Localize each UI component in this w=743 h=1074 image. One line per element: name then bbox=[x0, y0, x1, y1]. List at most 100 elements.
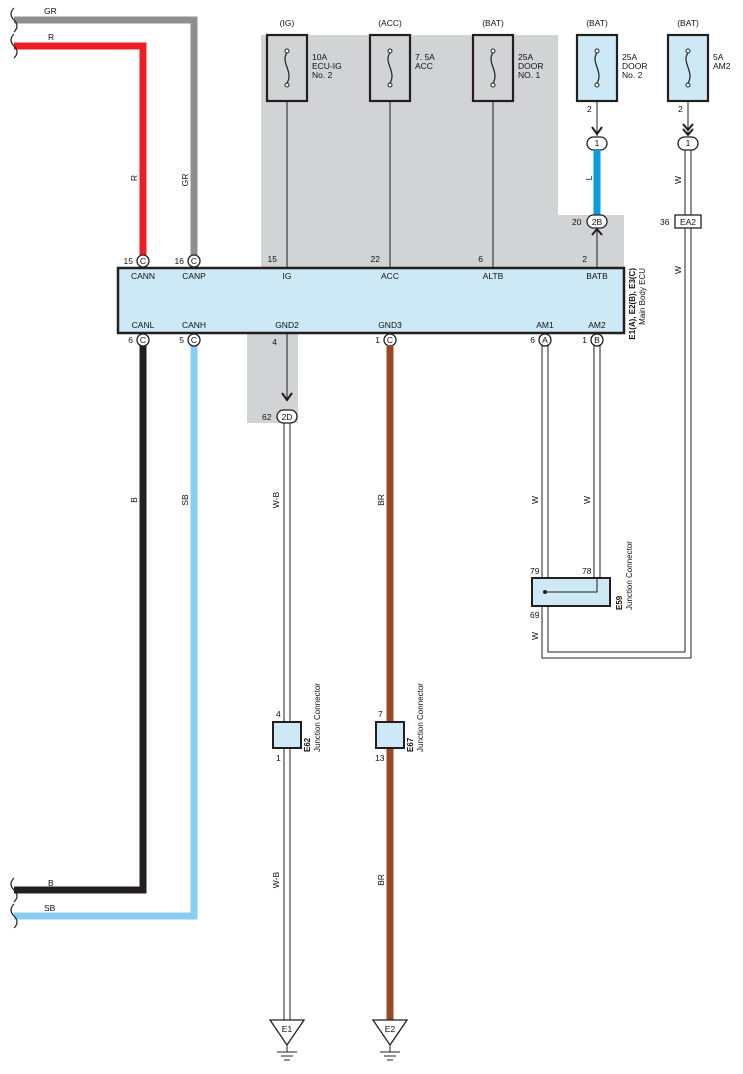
fuse-name: DOOR bbox=[518, 61, 544, 71]
connector-label: 1 bbox=[595, 138, 600, 148]
ecu-pin-number: 6 bbox=[128, 335, 133, 345]
fuse-name: ACC bbox=[415, 61, 433, 71]
ecu-pin-signal: CANN bbox=[131, 271, 155, 281]
wire-color-label: B bbox=[129, 497, 139, 503]
wire-color-label: BR bbox=[376, 494, 386, 506]
fuse-name: ECU-IG bbox=[312, 61, 342, 71]
junction-pin: 4 bbox=[276, 709, 281, 719]
ecu-pin-signal: AM1 bbox=[536, 320, 554, 330]
wire-color-label: GR bbox=[44, 6, 57, 16]
ecu-pin-connector: C bbox=[191, 335, 197, 345]
main-body-ecu: E1(A), E2(B), E3(C) Main Body ECU CANNC1… bbox=[116, 254, 647, 347]
ecu-pin-signal: ALTB bbox=[483, 271, 504, 281]
ecu-pin-number: 1 bbox=[375, 335, 380, 345]
connector-pin-number: 36 bbox=[660, 217, 670, 227]
junction-id: E62 bbox=[303, 737, 312, 752]
fuse-pin-number: 2 bbox=[678, 104, 683, 114]
wire-color-label: W-B bbox=[271, 491, 281, 508]
ecu-pin-number: 15 bbox=[268, 254, 278, 264]
ecu-pin: CANP C 16 bbox=[175, 254, 206, 281]
wire-color-label: W bbox=[530, 496, 540, 504]
ecu-pin-connector: C bbox=[387, 335, 393, 345]
wire-color-label: W bbox=[582, 496, 592, 504]
ecu-pin-connector: C bbox=[140, 335, 146, 345]
junction-name: Junction Connector bbox=[625, 541, 634, 610]
ground-e1: E1 bbox=[268, 1019, 306, 1061]
connector-label: EA2 bbox=[680, 217, 696, 227]
connector-label: 1 bbox=[686, 138, 691, 148]
ecu-pin-number: 1 bbox=[582, 335, 587, 345]
ecu-pin-signal: GND3 bbox=[378, 320, 402, 330]
junction-pin: 69 bbox=[530, 610, 540, 620]
ecu-pin-number: 6 bbox=[530, 335, 535, 345]
shaded-area-gnd2 bbox=[247, 333, 298, 423]
junction-id: E67 bbox=[406, 737, 415, 752]
fuse-supply-label: (BAT) bbox=[677, 18, 699, 28]
ecu-pin-number: 16 bbox=[175, 256, 185, 266]
junction-connector-e59: 79 78 69 E59 Junction Connector bbox=[530, 541, 634, 620]
wire-r: R R bbox=[14, 32, 147, 257]
ecu-pin-number: 5 bbox=[179, 335, 184, 345]
ecu-pin-signal: IG bbox=[283, 271, 292, 281]
wire-color-label: L bbox=[584, 175, 594, 180]
ground-e2: E2 bbox=[371, 1019, 409, 1061]
ecu-pin: CANN C 15 bbox=[124, 254, 155, 281]
ground-label: E2 bbox=[385, 1024, 396, 1034]
ecu-pin-number: 6 bbox=[478, 254, 483, 264]
wire-color-label: SB bbox=[44, 903, 56, 913]
fuse-supply-label: (IG) bbox=[280, 18, 295, 28]
fuse-supply-label: (BAT) bbox=[586, 18, 608, 28]
wire-w-am2: 2 1 W EA2 36 W bbox=[660, 101, 702, 658]
ecu-pin-signal: BATB bbox=[586, 271, 608, 281]
connector-pin-number: 20 bbox=[572, 217, 582, 227]
connector-pin-number: 62 bbox=[262, 412, 272, 422]
fuse-name: No. 2 bbox=[622, 70, 643, 80]
wire-color-label: W bbox=[530, 632, 540, 640]
ecu-pin-connector: A bbox=[542, 335, 548, 345]
connector-label: 2B bbox=[592, 217, 603, 227]
ecu-pin-connector: C bbox=[191, 256, 197, 266]
wire-br: BR BR bbox=[376, 345, 394, 1020]
ecu-pin-connector: C bbox=[140, 256, 146, 266]
wire-w-am1-am2 bbox=[541, 345, 691, 659]
ecu-pin-signal: CANL bbox=[132, 320, 155, 330]
fuse-rating: 25A bbox=[518, 52, 533, 62]
ecu-pin-number: 15 bbox=[124, 256, 134, 266]
junction-name: Junction Connector bbox=[416, 683, 425, 752]
wire-color-label: W-B bbox=[271, 871, 281, 888]
junction-pin: 1 bbox=[276, 753, 281, 763]
wire-w-b: 2D 62 W-B W-B bbox=[262, 333, 298, 1020]
wire-color-label: SB bbox=[180, 494, 190, 506]
fuse-name: DOOR bbox=[622, 61, 648, 71]
ecu-pin-signal: CANP bbox=[182, 271, 206, 281]
junction-name: Junction Connector bbox=[313, 683, 322, 752]
continuation-marks bbox=[10, 7, 18, 929]
wire-l: 2 1 L 2B 20 bbox=[572, 101, 608, 268]
junction-pin: 78 bbox=[582, 566, 592, 576]
ecu-name: Main Body ECU bbox=[638, 268, 647, 325]
junction-connector-e67: 7 13 E67 Junction Connector bbox=[375, 683, 425, 763]
wire-color-label: R bbox=[129, 175, 139, 181]
ecu-pin-signal: AM2 bbox=[588, 320, 606, 330]
wire-sb: SB SB bbox=[14, 345, 198, 920]
fuse-rating: 7. 5A bbox=[415, 52, 435, 62]
fuse-supply-label: (BAT) bbox=[482, 18, 504, 28]
ecu-pin: CANL C6 bbox=[128, 320, 155, 347]
junction-pin: 7 bbox=[378, 709, 383, 719]
wire-color-label: B bbox=[48, 878, 54, 888]
ecu-pin-connector: B bbox=[594, 335, 600, 345]
wire-color-label: W bbox=[673, 176, 683, 184]
am-wire-labels: W W W bbox=[530, 496, 592, 640]
ecu-pin-number: 2 bbox=[582, 254, 587, 264]
ecu-pin: IG 15 bbox=[268, 254, 292, 281]
fuse-name: AM2 bbox=[713, 61, 731, 71]
ecu-pin: BATB 2 bbox=[582, 254, 608, 281]
junction-id: E59 bbox=[615, 595, 624, 610]
